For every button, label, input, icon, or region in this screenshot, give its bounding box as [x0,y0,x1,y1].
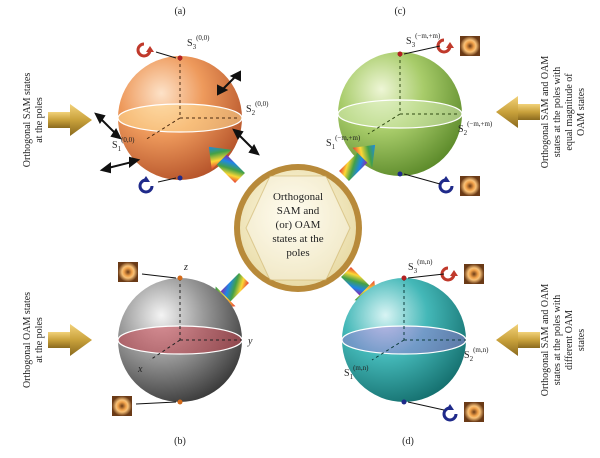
panel-b-cone-icon [48,324,92,356]
panel-c: (c) Orthogonal SAM and OAM states at the… [326,6,587,196]
panel-d-spin-top-icon [440,266,458,282]
panel-d-side-line2: states at the poles with [552,295,563,386]
panel-b-oam-top-icon [118,262,138,282]
panel-c-side-line4: OAM states [576,88,587,136]
panel-c-bottom-pointer [403,173,441,185]
panel-a-s3-label: S3(0,0) [187,34,210,51]
panel-d-axis-s1 [371,339,405,361]
panel-a-side-line1: Orthogonal SAM states [22,73,33,168]
panel-c-spin-top-icon [436,38,454,54]
panel-b-bottom-pointer [135,401,177,405]
panel-d-south-pole [401,399,407,405]
panel-a-axis-s1 [144,117,181,141]
panel-c-side-line2: states at the poles with [552,67,563,158]
panel-b-y-label: y [247,336,253,347]
panel-d-side-line4: states [576,329,587,351]
panel-c-side-caption: Orthogonal SAM and OAM states at the pol… [540,56,587,169]
panel-c-s3-label: S3(−m,+m) [406,32,441,49]
panel-d-oam-top-icon [464,264,484,284]
panel-a-polarization-arrows [94,70,260,174]
panel-c-oam-bottom-icon [460,176,480,196]
panel-c-oam-top-icon [460,36,480,56]
panel-b-z-label: z [183,262,188,273]
rainbow-arrow-to-c [339,144,376,181]
panel-a-north-pole [177,55,183,61]
panel-a-side-line2: at the poles [34,97,45,143]
panel-d-s2-label: S2(m,n) [464,346,489,363]
panel-c-s2-label: S2(−m,+m) [458,120,493,137]
panel-c-side-line3: equal magnitude of [564,73,575,151]
panel-b-side-caption: Orthogonal OAM states at the poles [22,292,45,388]
center-line1: Orthogonal [273,191,323,203]
panel-c-side-line1: Orthogonal SAM and OAM [540,56,551,169]
panel-a-spin-top-icon [136,42,177,59]
panel-a-south-pole [177,175,183,181]
panel-a-s1-label: S1(0,0) [112,136,135,153]
panel-c-axis-s1 [367,113,401,135]
center-disc: Orthogonal SAM and (or) OAM states at th… [234,164,362,292]
panel-d-s1-label: S1(m,n) [344,364,369,381]
panel-d-oam-bottom-icon [464,402,484,422]
panel-d-bottom-pointer [407,401,445,411]
panel-b: (b) Orthogonal OAM states at the poles z… [22,262,253,447]
panel-b-oam-bottom-icon [112,396,132,416]
panel-d-spin-bottom-icon [442,404,458,422]
panel-d-side-caption: Orthogonal SAM and OAM states at the pol… [540,284,587,397]
panel-b-x-label: x [137,364,143,375]
center-disc-hexagon [245,175,351,281]
panel-b-tag: (b) [174,436,186,447]
center-line2: SAM and [277,205,320,217]
panel-d: (d) Orthogonal SAM and OAM states at the… [341,258,587,447]
panel-b-top-pointer [141,273,177,279]
panel-d-side-line1: Orthogonal SAM and OAM [540,284,551,397]
panel-a-side-caption: Orthogonal SAM states at the poles [22,73,45,168]
center-line3: (or) OAM [276,219,321,231]
panel-d-side-line3: different OAM [564,310,575,370]
panel-b-axis-x [149,339,181,361]
panel-b-south-pole [177,399,183,405]
panel-a-cone-icon [48,104,92,136]
panel-a-spin-bottom-icon [138,176,177,194]
panel-a-tag: (a) [174,6,185,17]
rainbow-arrow-to-a [208,146,245,183]
panel-d-cone-icon [496,324,540,356]
panel-c-cone-icon [496,96,540,128]
center-line5: poles [286,247,309,259]
panel-d-tag: (d) [402,436,414,447]
panel-a-s2-label: S2(0,0) [246,100,269,117]
panel-c-south-pole [397,171,403,177]
panel-d-s3-label: S3(m,n) [408,258,433,275]
center-disc-face [240,170,356,286]
panel-d-top-pointer [407,273,445,279]
panel-c-north-pole [397,51,403,57]
center-line4: states at the [272,233,323,245]
panel-c-s1-label: S1(−m,+m) [326,134,361,151]
panel-b-side-line2: at the poles [34,317,45,363]
panel-d-north-pole [401,275,407,281]
panel-c-spin-bottom-icon [438,176,454,194]
panel-b-north-pole [177,275,183,281]
panel-c-top-pointer [403,45,441,55]
panel-c-tag: (c) [394,6,405,17]
panel-b-side-line1: Orthogonal OAM states [22,292,33,388]
